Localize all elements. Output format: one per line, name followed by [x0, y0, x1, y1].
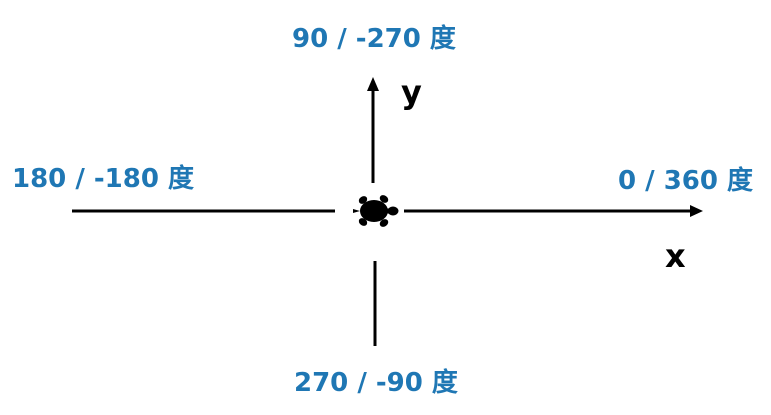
- angle-label-left: 180 / -180 度: [12, 164, 194, 194]
- angle-label-bottom: 270 / -90 度: [294, 368, 458, 398]
- angle-label-right: 0 / 360 度: [618, 166, 754, 196]
- turtle-icon: [353, 195, 399, 227]
- axis-label-y: y: [401, 73, 422, 111]
- angle-label-top: 90 / -270 度: [292, 24, 456, 54]
- axis-label-x: x: [665, 237, 686, 275]
- y-arrowhead: [367, 77, 379, 91]
- x-arrowhead: [690, 205, 703, 217]
